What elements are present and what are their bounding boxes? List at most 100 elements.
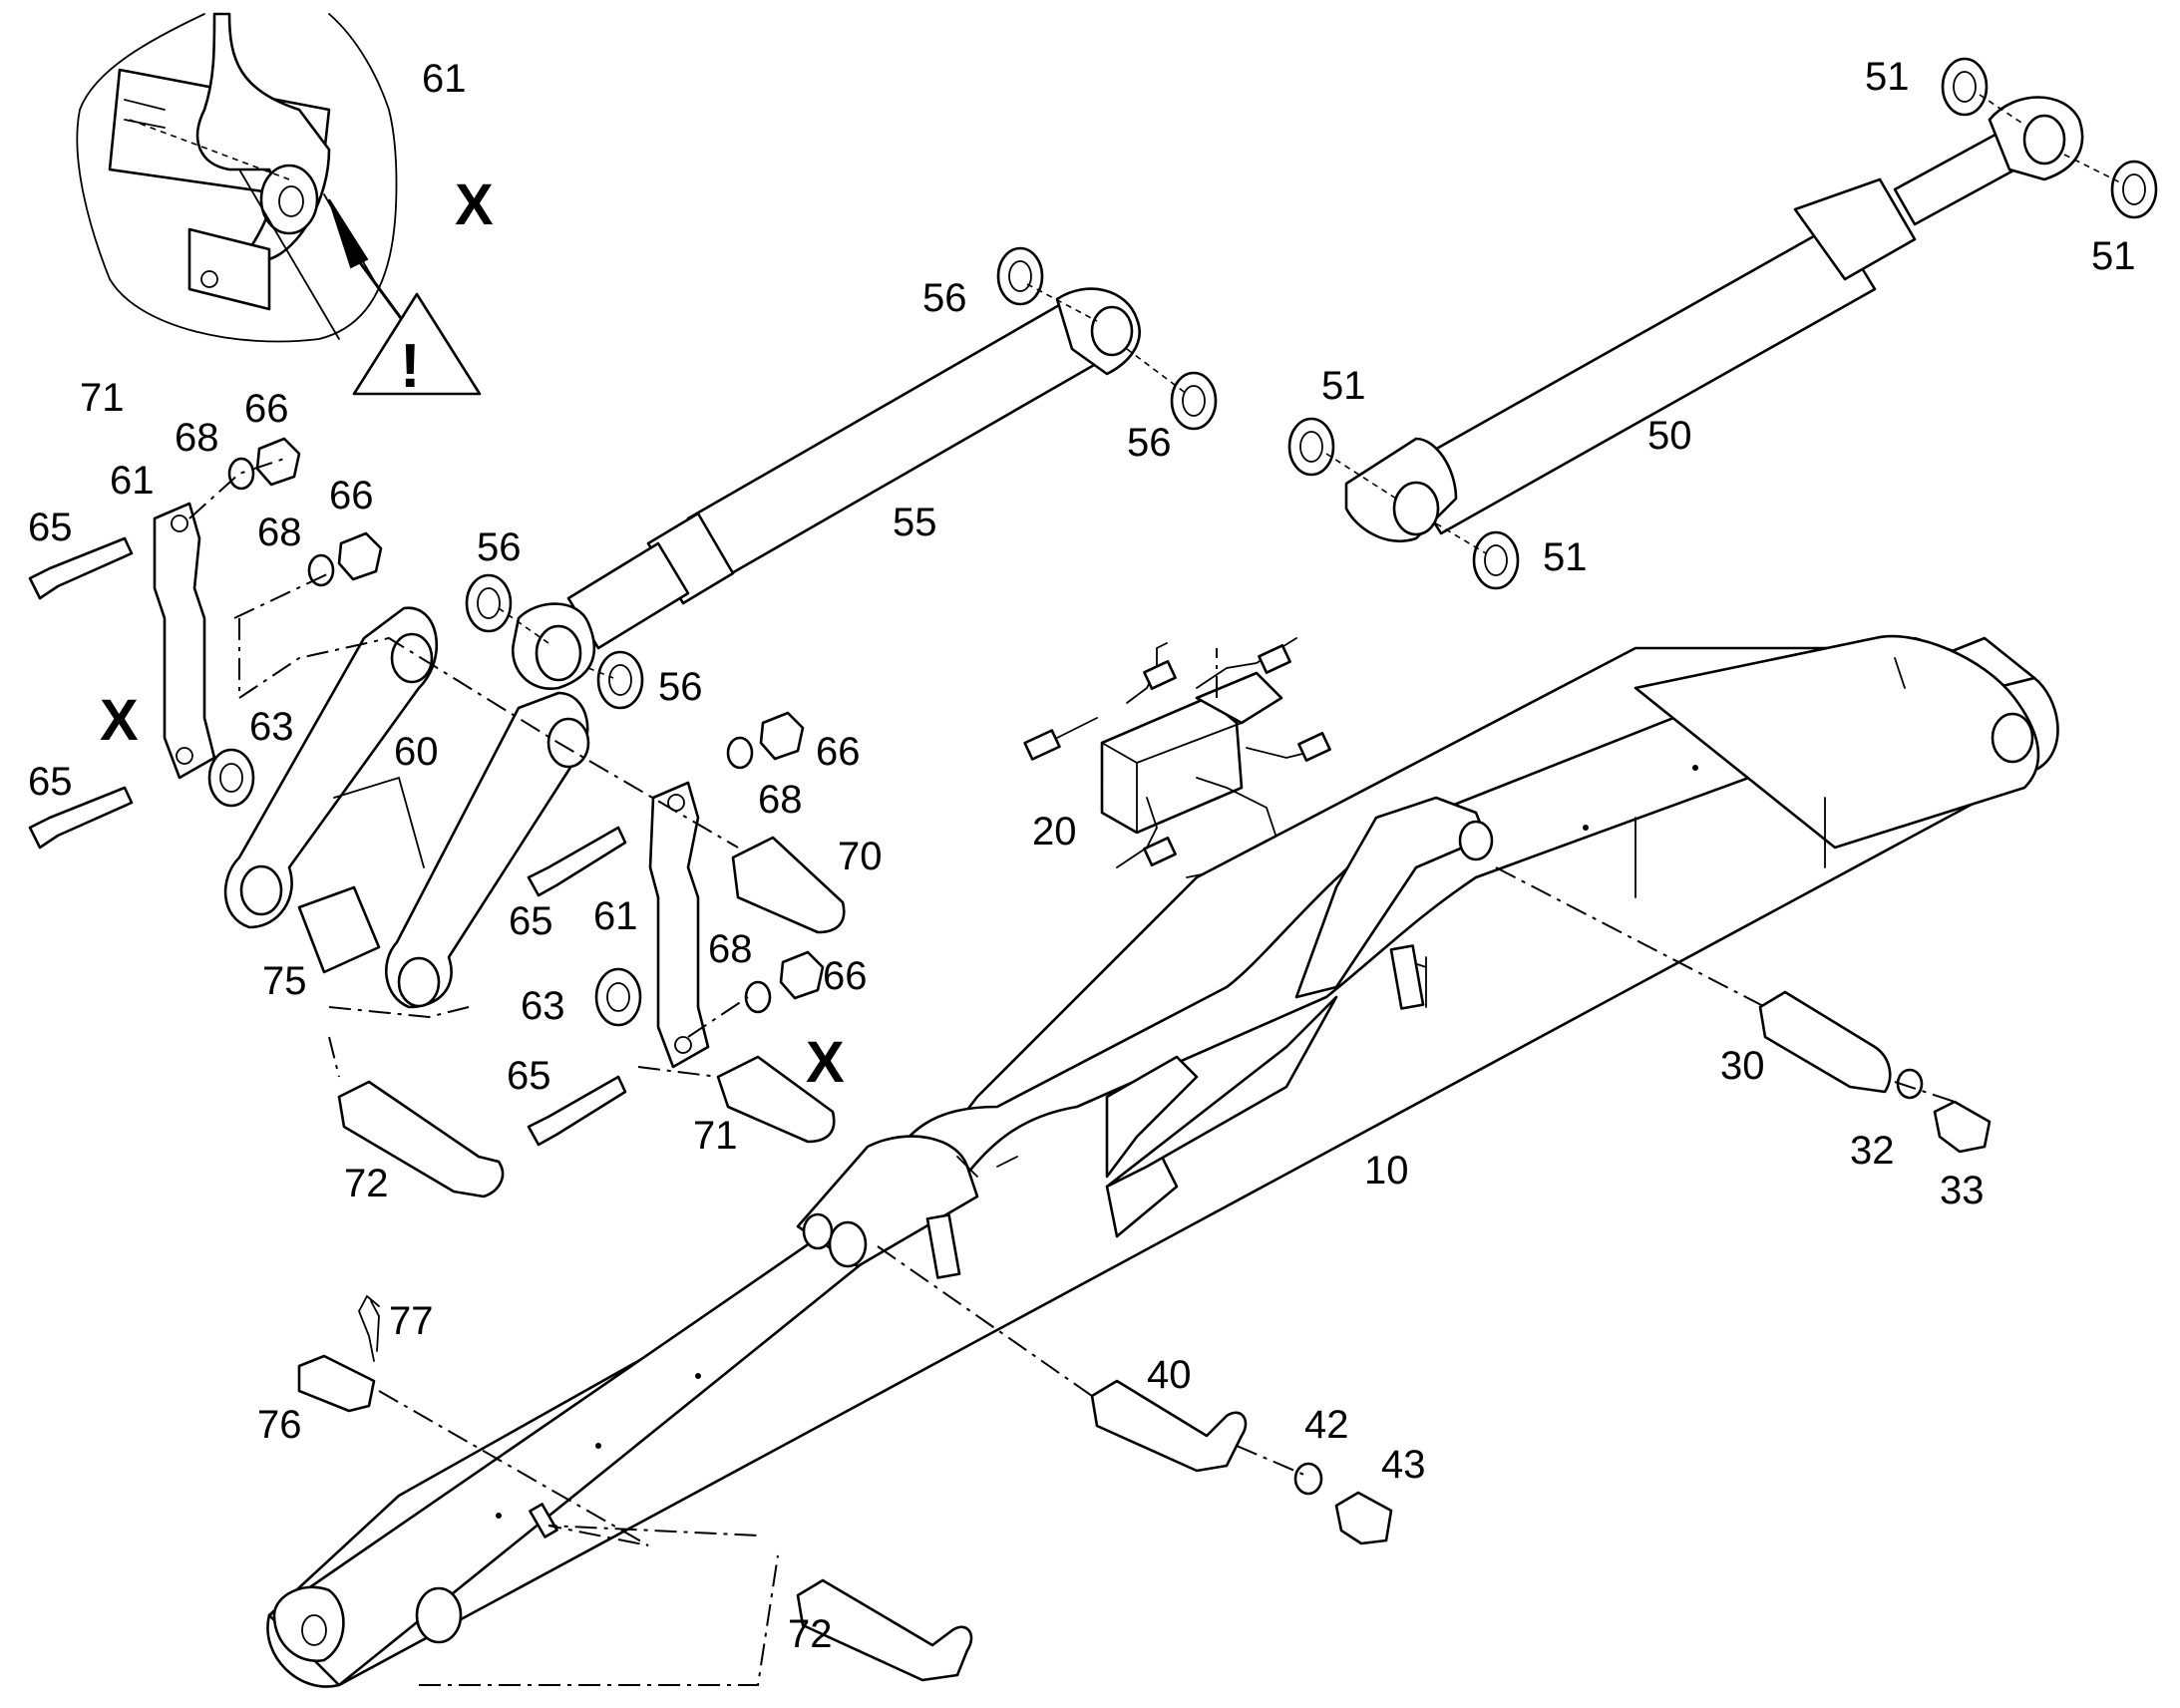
nut-66-a [255,437,301,487]
washer-51-bottom-right [1472,530,1520,590]
label-66-c: 66 [816,730,861,774]
label-40: 40 [1147,1353,1192,1397]
label-61-left: 61 [110,459,155,503]
boom-web [1105,995,1338,1189]
nut-66-d [779,950,825,1000]
label-77: 77 [389,1299,434,1343]
detail-marker-x-mid: X [806,1030,845,1095]
warning-triangle-icon [352,292,482,396]
clip-77 [358,1294,380,1362]
label-30: 30 [1720,1044,1765,1088]
pin-76 [297,1354,376,1413]
label-32: 32 [1850,1129,1895,1173]
pin-70 [731,836,846,934]
washer-56-left-bottom [596,650,644,710]
label-68-d: 68 [708,927,753,971]
label-68-c: 68 [758,778,803,822]
label-72-a: 72 [344,1162,389,1205]
washer-63-left [207,748,255,808]
nut-66-b [337,531,383,581]
label-42: 42 [1304,1403,1349,1447]
bolt-33 [1933,1100,1992,1154]
label-66-d: 66 [823,954,868,998]
washer-68-d [744,980,772,1014]
label-65-b: 65 [28,760,73,804]
label-61-right: 61 [593,894,638,938]
label-50: 50 [1647,414,1692,458]
label-71: 71 [693,1114,738,1158]
bolt-65-bottom [527,1075,627,1147]
pin-72-upper [337,1080,505,1198]
link-60-left [223,606,439,929]
washer-56-left-top [465,573,513,633]
label-56-d: 56 [1127,421,1172,465]
label-20: 20 [1032,810,1077,854]
bolt-65-mid [527,826,627,897]
washer-51-top-left [1941,57,1989,117]
label-72-b: 72 [788,1612,833,1656]
label-51-b: 51 [2091,234,2136,278]
hydraulic-cylinder-50 [1287,57,2158,590]
label-55: 55 [893,501,937,544]
detail-view-x: ! X [76,12,494,401]
label-51-c: 51 [1321,364,1366,408]
boom-foot-bore [272,1585,345,1663]
label-10: 10 [1364,1149,1409,1193]
cylinder-50-barrel [1399,222,1877,535]
washer-68-c [726,736,754,770]
warning-exclamation: ! [400,332,421,401]
link-assembly [28,437,846,1198]
label-75: 75 [262,959,307,1003]
boom-knuckle-bore [828,1220,868,1268]
bolt-65-top-left [28,536,134,600]
label-66-b: 66 [329,474,374,517]
bolt-65-bottom-left [28,786,134,850]
washer-63-right [594,967,642,1027]
label-65-d: 65 [507,1054,551,1098]
nut-66-c [759,711,805,761]
boom-foot-boss [415,1586,463,1644]
bushing-75 [297,885,381,974]
label-65-c: 65 [509,899,553,943]
pin-40 [1090,1379,1248,1473]
label-56-a: 56 [477,525,522,569]
boom-nose [1634,634,2040,850]
plate-61-left [153,502,216,780]
cylinder-50-gland [1793,177,1917,281]
washer-56-right-bottom [1170,371,1218,431]
valve-block-20 [1023,637,1331,1048]
label-68-b: 68 [257,511,302,554]
hydraulic-cylinder-55 [465,246,1218,710]
label-76: 76 [257,1403,302,1447]
label-68-a: 68 [175,416,219,460]
washer-42 [1293,1462,1323,1496]
detail-marker-x-top: X [455,172,494,237]
pin-30 [1758,990,1892,1094]
pin-72-lower [796,1578,973,1682]
label-70: 70 [838,835,883,878]
part-labels: 61 71 68 66 61 66 65 68 56 55 56 56 56 5… [28,55,2136,1656]
label-61-detail: 61 [422,57,467,101]
label-56-c: 56 [922,276,967,320]
boom-10 [266,634,2059,1688]
label-71-detail: 71 [80,376,125,420]
bracket-detail [187,227,271,311]
washer-56-right-top [996,246,1044,306]
washer-68-b [307,553,335,587]
link-60-right [384,691,589,1009]
detail-marker-x-left: X [100,688,139,753]
boom-gusset [1105,1055,1199,1179]
label-66-a: 66 [244,387,289,431]
valve-block-body [1100,696,1244,835]
label-65-a: 65 [28,506,73,549]
arrow-detail-icon [328,198,369,269]
boom-pins [297,866,1992,1686]
washer-51-bottom-left [1287,417,1335,477]
boom-nose-bore [1991,712,2034,764]
label-51-a: 51 [1865,55,1910,99]
label-33: 33 [1940,1169,1985,1212]
label-51-d: 51 [1543,535,1588,579]
valve-block-top [1195,671,1283,725]
